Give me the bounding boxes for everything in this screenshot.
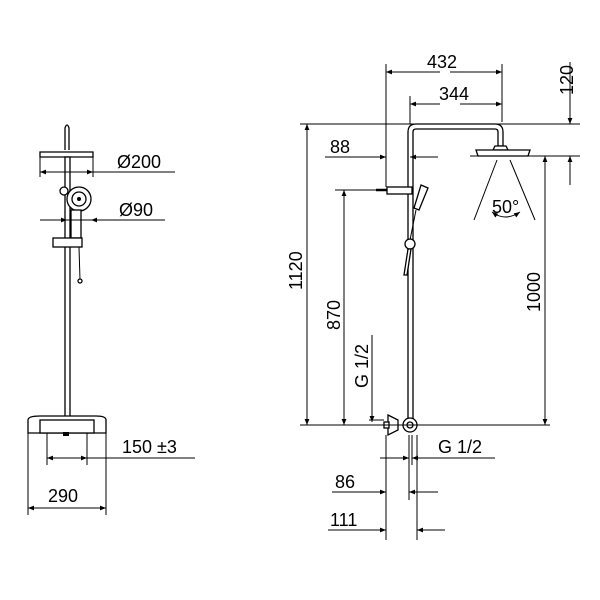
dim-thread-vertical: G 1/2 bbox=[352, 344, 372, 388]
side-view-dimensions bbox=[27, 157, 195, 515]
dim-depth-111: 111 bbox=[330, 510, 357, 530]
dim-pole-offset: 88 bbox=[330, 137, 350, 157]
dim-head-to-base: 1000 bbox=[524, 272, 544, 312]
side-view-shower bbox=[27, 124, 107, 436]
dim-arm-reach: 432 bbox=[427, 52, 457, 72]
dim-thread-horizontal: G 1/2 bbox=[438, 437, 482, 457]
dim-body-width: 290 bbox=[48, 486, 78, 506]
dim-arm-inner: 344 bbox=[439, 84, 469, 104]
dim-inlet-spacing: 150 ±3 bbox=[122, 437, 177, 457]
dim-holder-height: 870 bbox=[324, 300, 344, 330]
dim-head-diameter: Ø200 bbox=[117, 152, 161, 172]
dim-spray-angle: 50° bbox=[492, 197, 519, 217]
dim-total-height: 1120 bbox=[286, 251, 306, 290]
dim-head-height: 120 bbox=[557, 65, 577, 95]
dim-hand-shower-diameter: Ø90 bbox=[119, 200, 153, 220]
front-view-dimensions bbox=[300, 62, 580, 540]
front-view-shower bbox=[376, 123, 531, 437]
dim-depth-86: 86 bbox=[335, 472, 355, 492]
